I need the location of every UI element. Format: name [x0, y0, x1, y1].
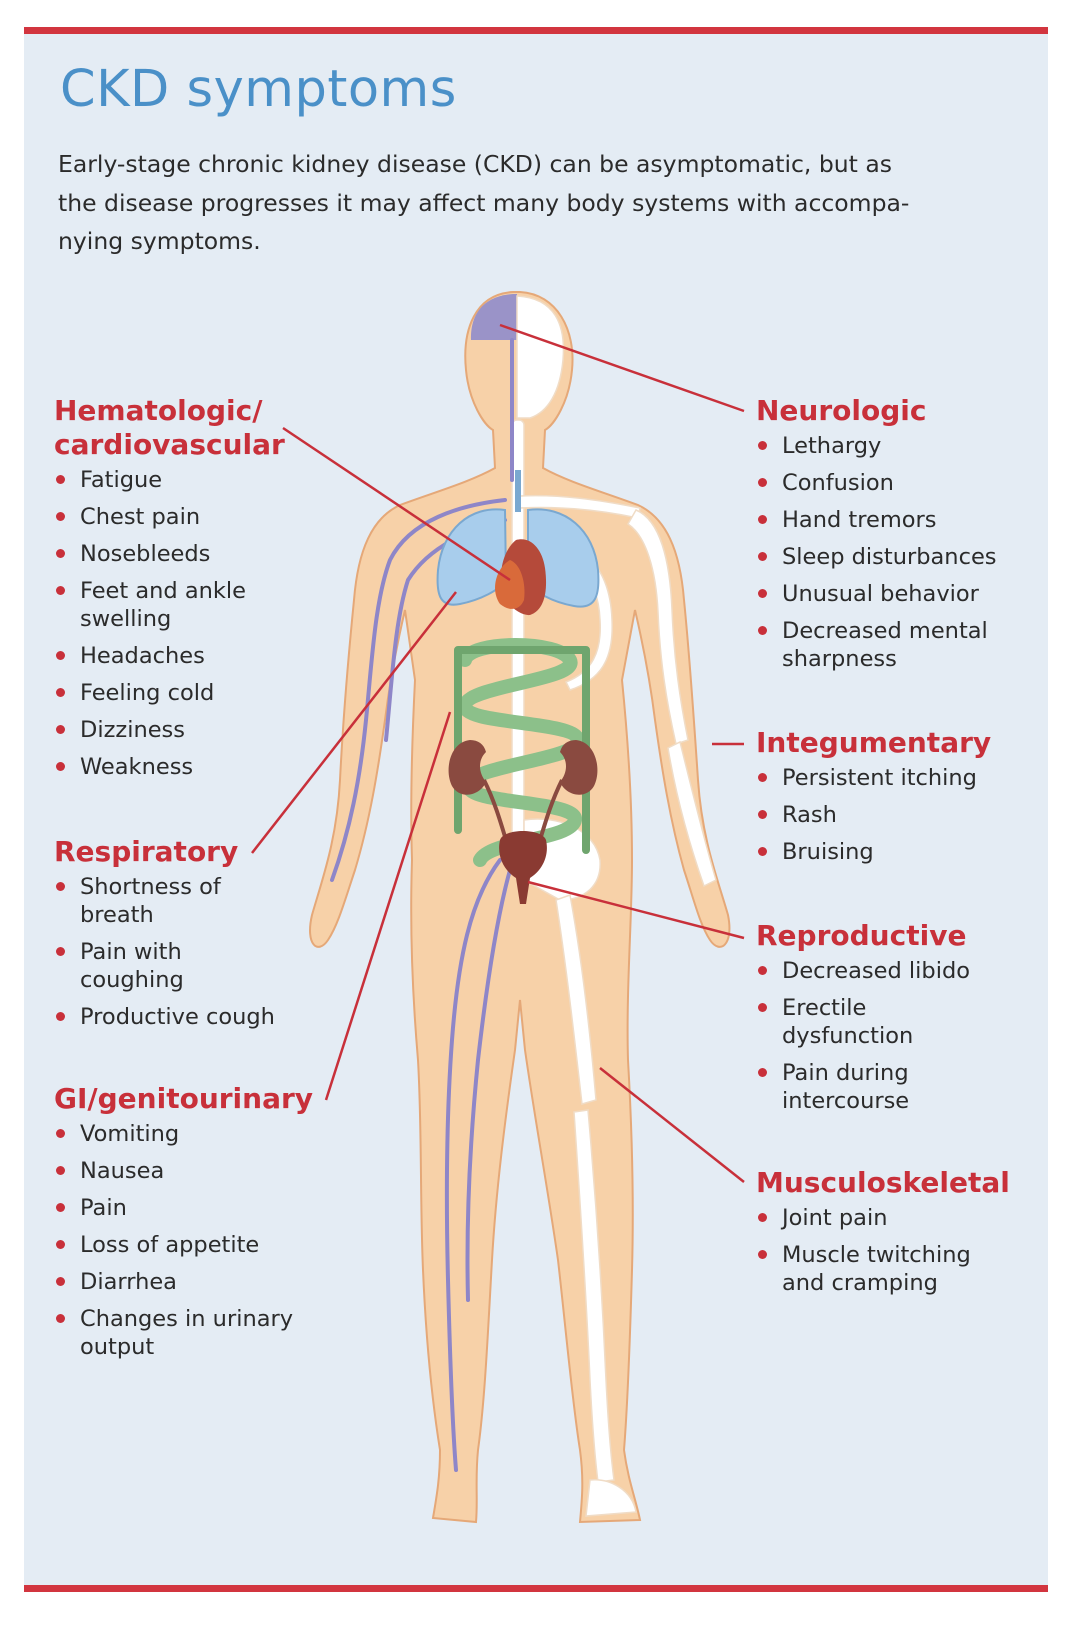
left-kidney	[448, 740, 486, 795]
title-line: Reproductive	[756, 919, 967, 952]
ureters	[482, 779, 564, 841]
bottom-rule	[24, 1585, 1048, 1592]
symptom-item: Vomiting	[54, 1120, 313, 1148]
intro-text: Early-stage chronic kidney disease (CKD)…	[58, 145, 1008, 261]
humerus	[627, 509, 689, 745]
intestines	[454, 638, 590, 867]
vein	[465, 868, 512, 1302]
title-line: Musculoskeletal	[756, 1166, 1010, 1199]
page-title: CKD symptoms	[60, 60, 457, 119]
group-title: Hematologic/ cardiovascular	[54, 394, 285, 462]
group-title: Respiratory	[54, 835, 275, 869]
title-line: Integumentary	[756, 726, 992, 759]
intro-line: nying symptoms.	[58, 227, 261, 255]
symptom-item: Decreased libido	[756, 957, 970, 985]
symptom-item: Pain	[54, 1194, 313, 1222]
title-line: GI/genitourinary	[54, 1082, 314, 1115]
symptom-item: Chest pain	[54, 503, 285, 531]
symptom-item: Nosebleeds	[54, 540, 285, 568]
vein	[444, 858, 502, 1472]
leader-line	[499, 323, 745, 413]
leader-line	[251, 591, 457, 854]
leader-line	[282, 426, 511, 582]
symptom-item: Persistent itching	[756, 764, 991, 792]
right-kidney	[560, 740, 598, 795]
symptom-item: Bruising	[756, 838, 991, 866]
skull	[516, 295, 565, 419]
symptom-item: Feeling cold	[54, 679, 285, 707]
leader-line	[527, 880, 745, 940]
symptom-item: Hand tremors	[756, 506, 997, 534]
femur	[555, 893, 597, 1105]
symptom-item: Weakness	[54, 753, 285, 781]
group-title: Musculoskeletal	[756, 1166, 1010, 1200]
symptom-item: Rash	[756, 801, 991, 829]
symptom-item: Sleep disturbances	[756, 543, 997, 571]
symptom-item: Dizziness	[54, 716, 285, 744]
leader-lines	[251, 323, 745, 1183]
heart-atrium	[495, 560, 525, 609]
title-line: Respiratory	[54, 835, 239, 868]
symptom-item: Nausea	[54, 1157, 313, 1185]
top-rule	[24, 27, 1048, 34]
forearm-bone	[667, 740, 717, 888]
bladder	[499, 831, 547, 904]
foot-bones	[585, 1479, 637, 1517]
symptom-item: Confusion	[756, 469, 997, 497]
intro-line: Early-stage chronic kidney disease (CKD)…	[58, 150, 893, 178]
title-line: cardiovascular	[54, 428, 285, 461]
vein	[330, 498, 507, 882]
group-title: Integumentary	[756, 726, 991, 760]
group-title: GI/genitourinary	[54, 1082, 313, 1116]
title-line: Hematologic/	[54, 394, 263, 427]
symptom-item: Lethargy	[756, 432, 997, 460]
leader-line	[324, 711, 452, 1101]
kidneys	[448, 740, 598, 904]
intestine-loop	[458, 638, 585, 867]
leader-line	[599, 1067, 745, 1183]
left-lung	[436, 508, 508, 606]
skeleton	[511, 295, 717, 1517]
symptom-item: Headaches	[54, 642, 285, 670]
symptom-item: Loss of appetite	[54, 1231, 313, 1259]
symptom-item: Joint pain	[756, 1204, 1010, 1232]
group-title: Reproductive	[756, 919, 970, 953]
brain-shape	[470, 294, 517, 340]
group-title: Neurologic	[756, 394, 997, 428]
intro-line: the disease progresses it may affect man…	[58, 188, 910, 217]
symptom-item: Fatigue	[54, 466, 285, 494]
title-line: Neurologic	[756, 394, 927, 427]
symptom-item: Productive cough	[54, 1003, 275, 1031]
symptom-item: Diarrhea	[54, 1268, 313, 1296]
symptom-item: Unusual behavior	[756, 580, 997, 608]
